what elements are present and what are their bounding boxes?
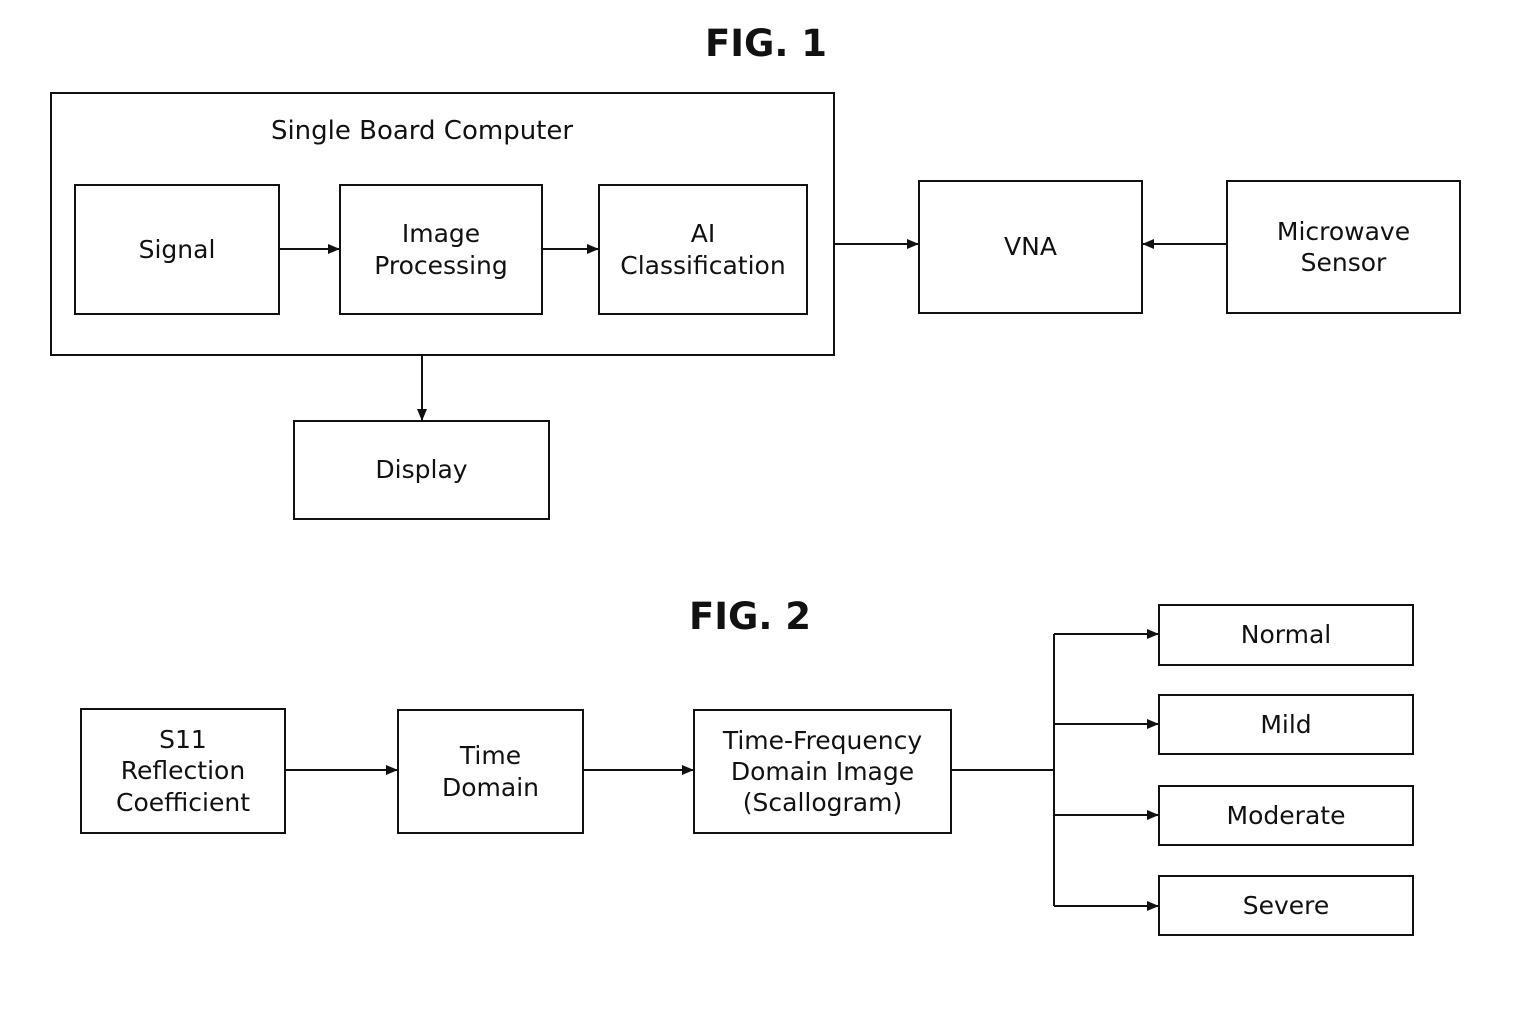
- single-board-computer-container: [50, 92, 835, 356]
- output-moderate-block: Moderate: [1158, 785, 1414, 846]
- output-severe-block: Severe: [1158, 875, 1414, 936]
- fig2-title: FIG. 2: [688, 595, 812, 638]
- display-block: Display: [293, 420, 550, 520]
- time-domain-block: Time Domain: [397, 709, 584, 834]
- output-mild-block: Mild: [1158, 694, 1414, 755]
- image-processing-block: Image Processing: [339, 184, 543, 315]
- time-frequency-image-block: Time-Frequency Domain Image (Scallogram): [693, 709, 952, 834]
- vna-block: VNA: [918, 180, 1143, 314]
- single-board-computer-label: Single Board Computer: [270, 116, 574, 146]
- signal-block: Signal: [74, 184, 280, 315]
- s11-reflection-coefficient-block: S11 Reflection Coefficient: [80, 708, 286, 834]
- microwave-sensor-block: Microwave Sensor: [1226, 180, 1461, 314]
- ai-classification-block: AI Classification: [598, 184, 808, 315]
- output-normal-block: Normal: [1158, 604, 1414, 666]
- fig1-title: FIG. 1: [704, 22, 828, 65]
